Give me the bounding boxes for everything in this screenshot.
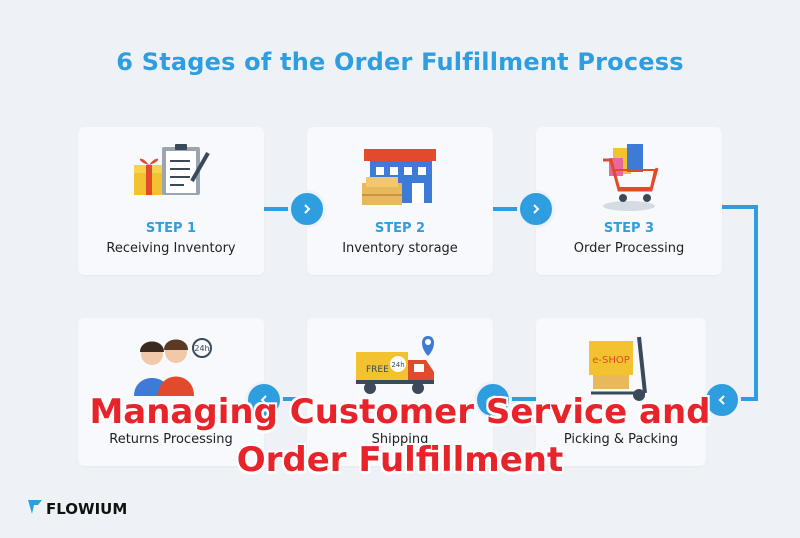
logo-text: FLOWIUM bbox=[46, 500, 128, 518]
step-label: Shipping bbox=[371, 432, 429, 447]
step-card-1: STEP 1 Receiving Inventory bbox=[78, 127, 264, 275]
chevron-left-icon bbox=[258, 391, 270, 410]
24h-badge-text: 24h bbox=[391, 361, 404, 369]
chevron-left-icon bbox=[716, 391, 728, 410]
step-label: Receiving Inventory bbox=[106, 241, 236, 256]
step-number: STEP 2 bbox=[374, 221, 426, 236]
step-number: STEP 1 bbox=[145, 221, 197, 236]
overlay-headline-line-2: Order Fulfillment bbox=[236, 440, 564, 480]
chevron-right-icon bbox=[530, 200, 542, 219]
shopping-cart-illustration bbox=[536, 135, 722, 217]
free-text: FREE bbox=[366, 365, 389, 375]
flowium-logo-icon bbox=[28, 500, 42, 518]
chevron-right-icon bbox=[301, 200, 313, 219]
step-label: Picking & Packing bbox=[563, 432, 679, 447]
warehouse-illustration bbox=[307, 135, 493, 217]
step-card-6: 24h Returns Processing bbox=[78, 318, 264, 466]
step-label: Returns Processing bbox=[109, 432, 233, 447]
connector-3-right bbox=[716, 205, 758, 209]
step-label: Inventory storage bbox=[342, 241, 458, 256]
connector-right-vertical bbox=[754, 205, 758, 401]
delivery-truck-illustration: FREE 24h bbox=[307, 326, 493, 408]
diagram-title: 6 Stages of the Order Fulfillment Proces… bbox=[116, 48, 684, 76]
connector-1-2 bbox=[258, 207, 308, 211]
step-card-5: FREE 24h Shipping bbox=[307, 318, 493, 466]
eshop-text: e-SHOP bbox=[592, 355, 630, 366]
gift-clipboard-illustration bbox=[78, 135, 264, 217]
arrow-circle-4 bbox=[474, 381, 512, 419]
chevron-left-icon bbox=[487, 391, 499, 410]
overlay-headline-line-1: Managing Customer Service and bbox=[89, 392, 711, 432]
24h-text: 24h bbox=[194, 344, 209, 353]
step-card-2: STEP 2 Inventory storage bbox=[307, 127, 493, 275]
arrow-circle-1 bbox=[288, 190, 326, 228]
step-label: Order Processing bbox=[573, 241, 685, 256]
step-card-4: e-SHOP Picking & Packing bbox=[536, 318, 706, 466]
arrow-circle-2 bbox=[517, 190, 555, 228]
step-number: STEP 3 bbox=[603, 221, 655, 236]
flowium-logo: FLOWIUM bbox=[28, 500, 127, 518]
arrow-circle-5 bbox=[245, 381, 283, 419]
eshop-handtruck-illustration: e-SHOP bbox=[536, 326, 706, 408]
arrow-circle-3 bbox=[703, 381, 741, 419]
support-agents-illustration: 24h bbox=[78, 326, 264, 408]
connector-2-3 bbox=[493, 207, 537, 211]
step-card-3: STEP 3 Order Processing bbox=[536, 127, 722, 275]
